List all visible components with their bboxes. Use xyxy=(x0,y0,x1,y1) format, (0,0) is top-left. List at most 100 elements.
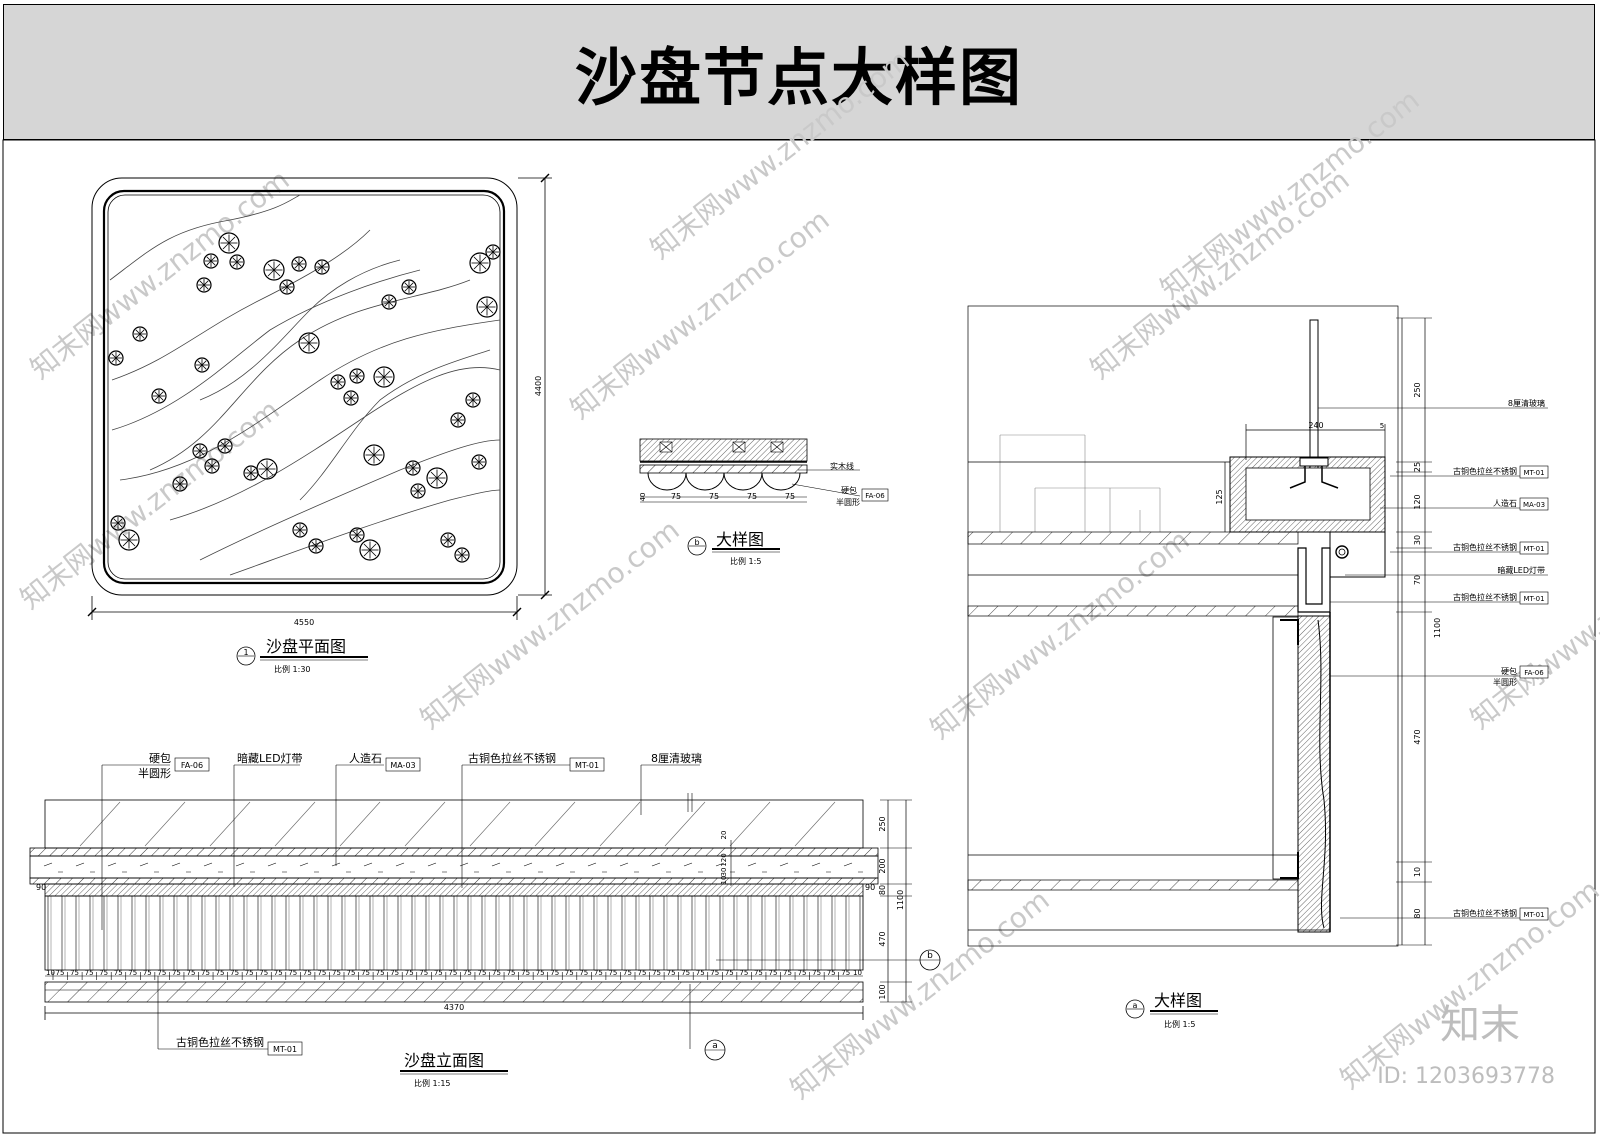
elevation-dim-pitch: 75 xyxy=(405,969,414,977)
stone-texture-mark xyxy=(107,862,127,873)
stone-texture-mark xyxy=(587,862,607,873)
detail-b-dim-label: 75 xyxy=(785,492,795,501)
stone-texture-mark xyxy=(139,862,159,873)
stone-texture-mark xyxy=(267,862,287,873)
elevation-dim-vertical: 470 xyxy=(878,931,887,946)
elevation-dim-pitch: 75 xyxy=(332,969,341,977)
elevation-dim-pitch: 75 xyxy=(812,969,821,977)
detail-a-dim-vertical: 25 xyxy=(1413,462,1422,472)
tree-icon xyxy=(192,443,208,459)
sheet-frame xyxy=(2,139,1596,1134)
detail-a-callout: 暗藏LED灯带 xyxy=(1497,565,1545,575)
stone-texture-mark xyxy=(491,862,511,873)
tree-icon xyxy=(118,529,140,551)
detail-b-callout-wood: 实木线 xyxy=(830,461,854,471)
elevation-dim-pitch: 75 xyxy=(783,969,792,977)
stone-texture-mark xyxy=(331,862,351,873)
stone-texture-mark xyxy=(75,862,95,873)
elevation-tag-fa06: FA-06 xyxy=(181,761,203,770)
tree-icon xyxy=(405,460,421,476)
elevation-dim-pitch: 75 xyxy=(681,969,690,977)
elevation-dim-pitch: 75 xyxy=(216,969,225,977)
glass-reflection-line xyxy=(404,801,446,847)
tree-icon xyxy=(256,458,278,480)
detail-a-dim-total: 1100 xyxy=(1433,618,1442,638)
elevation-dim-pitch: 75 xyxy=(477,969,486,977)
elevation-dim-pitch: 75 xyxy=(608,969,617,977)
elevation-section-b: b xyxy=(927,951,933,961)
elevation-dim-pitch: 75 xyxy=(245,969,254,977)
detail-a-frame xyxy=(967,305,1399,947)
glass-reflection-line xyxy=(664,801,706,847)
elevation-dim-pitch: 75 xyxy=(230,969,239,977)
elevation-dim-pitch: 75 xyxy=(754,969,763,977)
tree-icon xyxy=(196,277,212,293)
elevation-dim-pitch: 75 xyxy=(172,969,181,977)
elevation-dim-pitch: 75 xyxy=(361,969,370,977)
tree-icon xyxy=(465,392,481,408)
detail-a-callout: 古铜色拉丝不锈钢 xyxy=(1453,592,1517,602)
tree-icon xyxy=(349,527,365,543)
elevation-dim-vertical: 80 xyxy=(878,885,887,895)
elevation-dim-pitch: 75 xyxy=(157,969,166,977)
elevation-dim-small: 20 xyxy=(720,831,728,840)
elevation-glass xyxy=(44,799,864,849)
stone-texture-mark xyxy=(747,862,767,873)
elevation-dim-total: 4370 xyxy=(444,1003,464,1012)
elevation-dim-pitch: 75 xyxy=(99,969,108,977)
tree-icon xyxy=(218,232,240,254)
detail-a-callout: 古铜色拉丝不锈钢 xyxy=(1453,466,1517,476)
detail-b-index: b xyxy=(694,538,699,547)
tree-icon xyxy=(194,357,210,373)
watermark-text: 知末网www.znzmo.com xyxy=(924,523,1196,745)
glass-reflection-line xyxy=(144,801,186,847)
glass-reflection-line xyxy=(79,801,121,847)
elevation-dim-pitch: 75 xyxy=(798,969,807,977)
plan-dim-width: 4550 xyxy=(294,618,314,627)
tree-icon xyxy=(373,366,395,388)
stone-texture-mark xyxy=(427,862,447,873)
elevation-dim-pitch: 75 xyxy=(463,969,472,977)
elevation-dim-pitch: 75 xyxy=(725,969,734,977)
elevation-dim-pitch: 75 xyxy=(376,969,385,977)
detail-a-dim-vertical: 80 xyxy=(1413,908,1422,918)
detail-b-semicircle xyxy=(761,472,801,491)
tree-icon xyxy=(229,254,245,270)
elevation-callout-led: 暗藏LED灯带 xyxy=(237,751,303,765)
tree-icon xyxy=(298,332,320,354)
elevation-dim-pitch: 75 xyxy=(521,969,530,977)
tree-icon xyxy=(476,296,498,318)
detail-a-dim-125: 125 xyxy=(1215,489,1224,504)
detail-b-dim-label: 40 xyxy=(639,493,647,502)
elevation-led-band xyxy=(44,883,864,897)
detail-b-block-icon xyxy=(770,441,784,453)
detail-b-block-icon xyxy=(732,441,746,453)
glass-reflection-line xyxy=(794,801,836,847)
plan-inner-border xyxy=(102,189,506,585)
detail-a-dim-vertical: 470 xyxy=(1413,729,1422,744)
elevation-dim-pitch: 75 xyxy=(56,969,65,977)
elevation-stone xyxy=(29,855,879,879)
glass-reflection-line xyxy=(469,801,511,847)
tree-icon xyxy=(440,532,456,548)
elevation-dim-pitch: 75 xyxy=(274,969,283,977)
tree-icon xyxy=(469,252,491,274)
tree-icon xyxy=(108,350,124,366)
elevation-dim-pitch: 75 xyxy=(739,969,748,977)
elevation-dim-pitch: 75 xyxy=(347,969,356,977)
elevation-title: 沙盘立面图 xyxy=(404,1051,484,1070)
detail-a-dim-vertical: 250 xyxy=(1413,382,1422,397)
tree-icon xyxy=(263,259,285,281)
elevation-dim-small: 10 xyxy=(720,876,728,885)
stone-texture-mark xyxy=(651,862,671,873)
detail-b-scale: 比例 1:5 xyxy=(730,556,761,566)
brand-logo: 知末 xyxy=(1440,1002,1520,1048)
detail-b-dim-label: 75 xyxy=(671,492,681,501)
detail-b-callout-semicircle: 半圆形 xyxy=(836,497,860,507)
elevation-dim-pitch: 75 xyxy=(594,969,603,977)
detail-a-dim-vertical: 30 xyxy=(1413,535,1422,545)
tree-icon xyxy=(381,294,397,310)
tree-icon xyxy=(291,256,307,272)
